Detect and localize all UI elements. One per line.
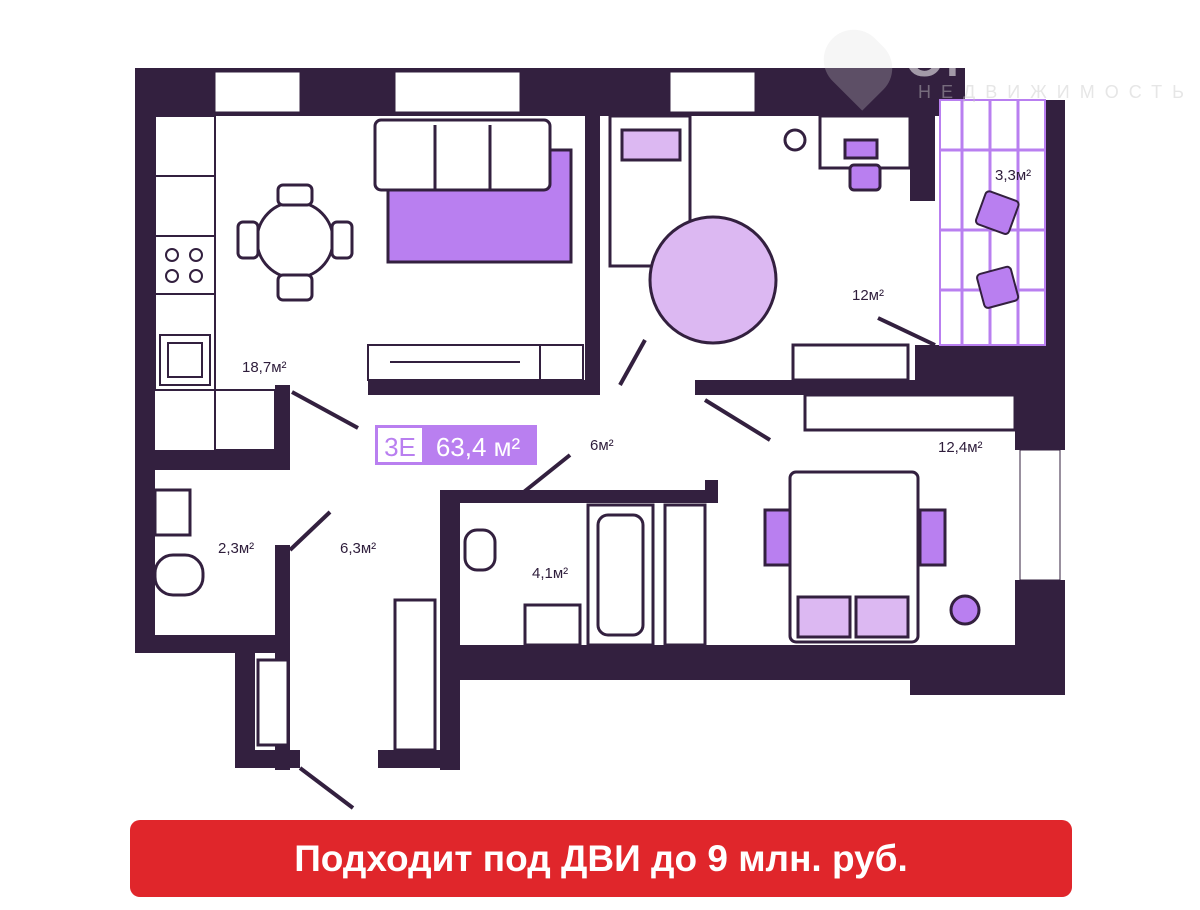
room-area-bedroom-1: 12м² <box>852 287 884 304</box>
promo-banner: Подходит под ДВИ до 9 млн. руб. <box>130 820 1072 897</box>
watermark-subtitle: НЕДВИЖИМОСТЬ <box>918 82 1194 102</box>
room-area-hall: 6,3м² <box>340 540 376 557</box>
room-area-balcony: 3,3м² <box>995 167 1031 184</box>
windows <box>214 71 1061 581</box>
tv-stand <box>367 344 584 381</box>
doors <box>288 316 936 810</box>
room-area-bathroom: 4,1м² <box>532 565 568 582</box>
bedroom1-furniture <box>608 114 912 382</box>
apartment-type: 3Е <box>384 432 416 462</box>
bedroom2-furniture <box>763 393 1017 644</box>
sofa <box>373 118 573 264</box>
room-area-bedroom-2: 12,4м² <box>938 439 983 456</box>
room-area-corridor: 6м² <box>590 437 614 454</box>
room-area-living: 18,7м² <box>242 359 287 376</box>
watermark-brand: ONREALT <box>905 31 1157 87</box>
area-badge: 3Е 63,4 м² <box>375 425 537 465</box>
kitchen-counter <box>154 115 276 451</box>
bathroom-fixtures <box>153 488 707 752</box>
dining-table <box>236 183 354 302</box>
total-area: 63,4 м² <box>436 432 521 462</box>
balcony <box>939 99 1046 346</box>
room-area-wc: 2,3м² <box>218 540 254 557</box>
walls <box>135 68 1065 770</box>
room-labels: 18,7м² 12м² 3,3м² 12,4м² 6м² 6,3м² 2,3м²… <box>218 167 1031 582</box>
promo-banner-text: Подходит под ДВИ до 9 млн. руб. <box>294 837 908 879</box>
